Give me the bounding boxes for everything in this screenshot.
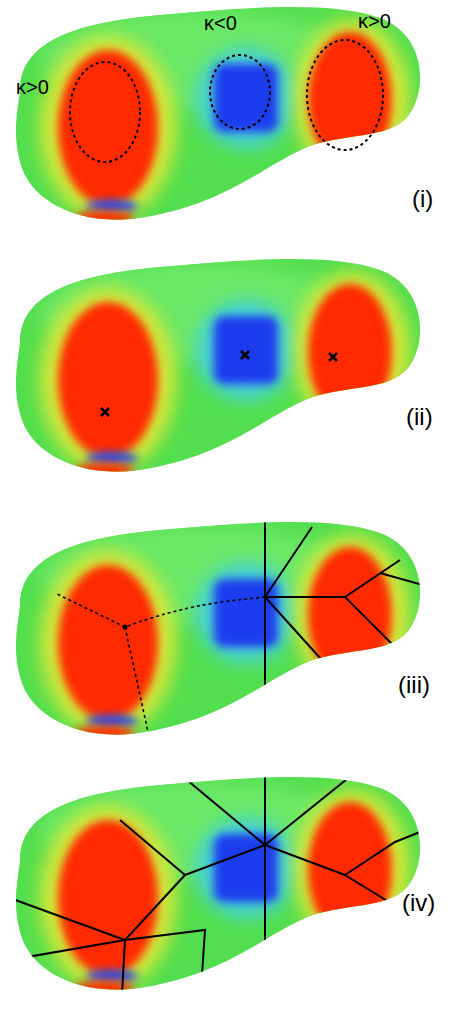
surface-panel: [0, 232, 460, 512]
curvature-map: [0, 750, 460, 1024]
curvature-label: κ>0: [16, 76, 49, 98]
curvature-label: κ>0: [358, 10, 391, 32]
curvature-map: [0, 495, 460, 775]
region-outline: [70, 62, 140, 162]
candidate-boundary: [55, 593, 265, 750]
curvature-map: [0, 0, 460, 260]
region-outline: [210, 55, 270, 129]
surface-panel: [0, 750, 460, 1024]
curvature-map: [0, 232, 460, 512]
region-outline: [307, 40, 383, 150]
panel-number: (iv): [402, 890, 435, 916]
segment-boundary: [10, 750, 430, 1024]
panel-number: (i): [412, 186, 433, 212]
curvature-label: κ<0: [204, 12, 237, 34]
seed-cross: [101, 351, 337, 416]
surface-panel: [0, 495, 460, 775]
surface-panel: [0, 0, 460, 260]
panel-number: (ii): [406, 404, 433, 430]
segment-boundary: [265, 495, 430, 775]
panel-number: (iii): [398, 672, 430, 698]
